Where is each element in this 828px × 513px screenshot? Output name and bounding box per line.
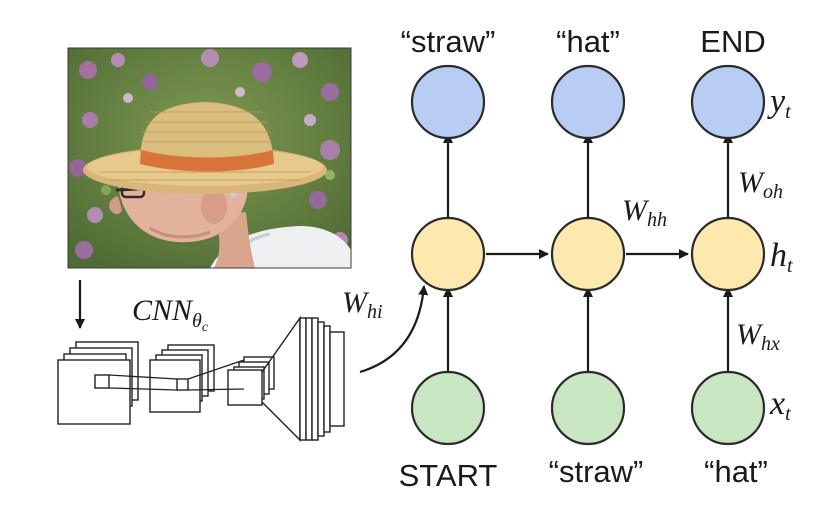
output-word-1: “straw” bbox=[401, 24, 496, 59]
weight-hidden-to-output-label: Woh bbox=[738, 166, 783, 203]
input-node-2 bbox=[550, 370, 626, 446]
hidden-nodes bbox=[410, 216, 766, 292]
cnn-layer-2 bbox=[149, 359, 201, 413]
input-nodes bbox=[410, 370, 766, 446]
output-nodes bbox=[410, 64, 766, 140]
input-row-label: xt bbox=[769, 385, 791, 425]
input-photo bbox=[67, 47, 352, 269]
cnn-layer-3 bbox=[227, 369, 263, 406]
edge-image-to-hidden bbox=[359, 285, 429, 374]
hidden-node-2 bbox=[550, 216, 626, 292]
input-node-1 bbox=[410, 370, 486, 446]
hidden-row-label: ht bbox=[770, 237, 793, 277]
weight-image-to-hidden-label: Whi bbox=[342, 286, 383, 323]
output-row-label: yt bbox=[767, 83, 791, 123]
hidden-node-3 bbox=[690, 216, 766, 292]
output-node-2 bbox=[550, 64, 626, 140]
cnn-block: CNNθc bbox=[57, 280, 345, 442]
output-word-3: END bbox=[700, 24, 765, 59]
output-node-3 bbox=[690, 64, 766, 140]
output-word-2: “hat” bbox=[556, 24, 620, 59]
hidden-node-1 bbox=[410, 216, 486, 292]
input-word-2: “straw” bbox=[549, 454, 644, 489]
cnn-layer-1 bbox=[57, 359, 131, 425]
input-word-3: “hat” bbox=[704, 454, 768, 489]
input-word-1: START bbox=[399, 458, 498, 493]
input-node-3 bbox=[690, 370, 766, 446]
output-node-1 bbox=[410, 64, 486, 140]
weight-input-to-hidden-label: Whx bbox=[736, 318, 780, 355]
cnn-label: CNNθc bbox=[132, 294, 209, 335]
weight-hidden-to-hidden-label: Whh bbox=[622, 194, 667, 231]
cnn-fully-connected bbox=[261, 315, 345, 442]
